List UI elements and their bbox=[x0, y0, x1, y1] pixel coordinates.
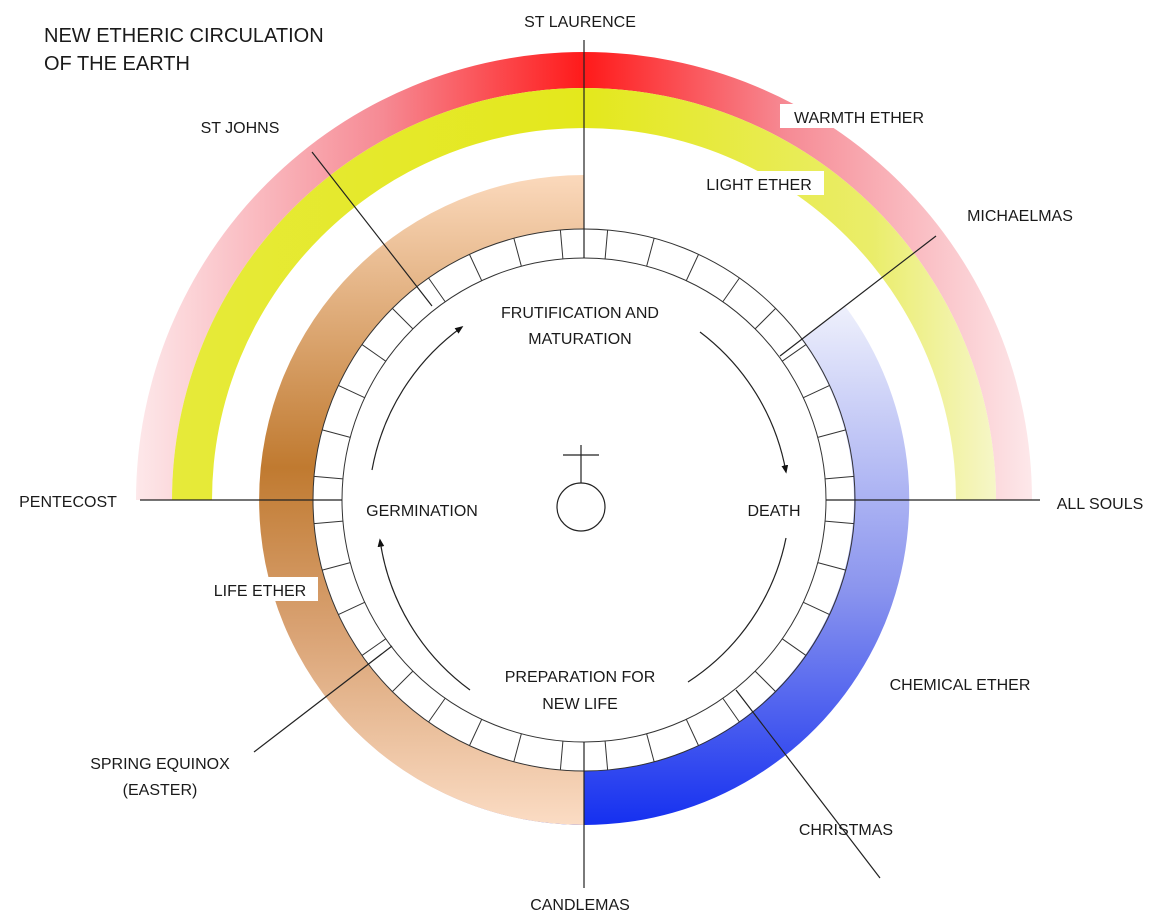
all-souls-label: ALL SOULS bbox=[1057, 496, 1144, 513]
ring-divider bbox=[338, 385, 365, 399]
life-ether-label: LIFE ETHER bbox=[214, 583, 306, 600]
ring-divider bbox=[646, 238, 655, 267]
ring-divider bbox=[428, 277, 446, 303]
ring-divider bbox=[392, 670, 414, 692]
ring-divider bbox=[825, 475, 855, 480]
fruitification-label-line-2: MATURATION bbox=[528, 331, 631, 348]
diagram-title-line-2: OF THE EARTH bbox=[44, 53, 190, 75]
chemical-ether-band-right bbox=[584, 306, 910, 826]
ring-divider bbox=[338, 601, 365, 615]
ring-divider bbox=[322, 429, 351, 438]
ring-divider bbox=[361, 344, 387, 362]
christmas-label: CHRISTMAS bbox=[799, 822, 893, 839]
warmth-ether-band-right bbox=[584, 52, 1032, 500]
ring-divider bbox=[817, 562, 846, 571]
ring-divider bbox=[469, 719, 483, 746]
ring-divider bbox=[685, 719, 699, 746]
ring-divider bbox=[604, 229, 609, 259]
warmth-ether-band-left bbox=[136, 52, 584, 500]
arrow-death-to-preparation bbox=[687, 537, 787, 683]
ring-divider bbox=[781, 638, 807, 656]
candlemas-label: CANDLEMAS bbox=[530, 897, 630, 914]
st-johns-label: ST JOHNS bbox=[201, 120, 280, 137]
fruitification-label-line-1: FRUTIFICATION AND bbox=[501, 305, 659, 322]
ring-divider bbox=[825, 520, 855, 525]
ring-divider bbox=[685, 254, 699, 281]
light-ether-label: LIGHT ETHER bbox=[706, 177, 812, 194]
ring-divider bbox=[754, 670, 776, 692]
ring-divider bbox=[803, 385, 830, 399]
ring-divider bbox=[817, 429, 846, 438]
diagram-title-line-1: NEW ETHERIC CIRCULATION bbox=[44, 25, 324, 47]
earth-symbol-icon bbox=[556, 445, 606, 532]
ring-divider bbox=[559, 741, 564, 771]
ring-divider bbox=[754, 308, 776, 330]
ring-divider bbox=[803, 601, 830, 615]
ring-divider bbox=[313, 520, 343, 525]
ring-divider bbox=[722, 277, 740, 303]
st-johns-line bbox=[311, 151, 433, 307]
preparation-label-line-1: PREPARATION FOR bbox=[505, 669, 656, 686]
germination-label: GERMINATION bbox=[366, 503, 478, 520]
preparation-label-line-2: NEW LIFE bbox=[542, 696, 618, 713]
warmth-ether-label: WARMTH ETHER bbox=[794, 110, 924, 127]
spring-equinox-label-line-2: (EASTER) bbox=[123, 782, 198, 799]
death-label: DEATH bbox=[747, 503, 800, 520]
chemical-ether-label: CHEMICAL ETHER bbox=[890, 677, 1031, 694]
spring-equinox-label-line-1: SPRING EQUINOX bbox=[90, 756, 230, 773]
ring-divider bbox=[392, 308, 414, 330]
ring-divider bbox=[781, 344, 807, 362]
christmas-line bbox=[735, 689, 881, 879]
pentecost-label: PENTECOST bbox=[19, 494, 117, 511]
ring-divider bbox=[722, 697, 740, 723]
ring-divider bbox=[428, 697, 446, 723]
arrow-preparation-to-germination bbox=[377, 538, 471, 691]
ring-divider bbox=[469, 254, 483, 281]
ring-divider bbox=[559, 229, 564, 259]
michaelmas-label: MICHAELMAS bbox=[967, 208, 1073, 225]
ring-divider bbox=[313, 475, 343, 480]
arrow-fruitification-to-death bbox=[699, 331, 789, 474]
arrow-germination-to-fruitification bbox=[371, 326, 464, 471]
ring-divider bbox=[604, 741, 609, 771]
ring-divider bbox=[322, 562, 351, 571]
life-ether-band bbox=[259, 175, 584, 825]
ring-divider bbox=[646, 733, 655, 762]
light-ether-band-left bbox=[172, 88, 584, 500]
st-laurence-label: ST LAURENCE bbox=[524, 14, 636, 31]
michaelmas-line bbox=[779, 235, 937, 357]
light-ether-band-right bbox=[584, 88, 996, 500]
ring-divider bbox=[361, 638, 387, 656]
ring-divider bbox=[513, 238, 522, 267]
spring-equinox-line bbox=[253, 645, 393, 753]
ring-divider bbox=[513, 733, 522, 762]
